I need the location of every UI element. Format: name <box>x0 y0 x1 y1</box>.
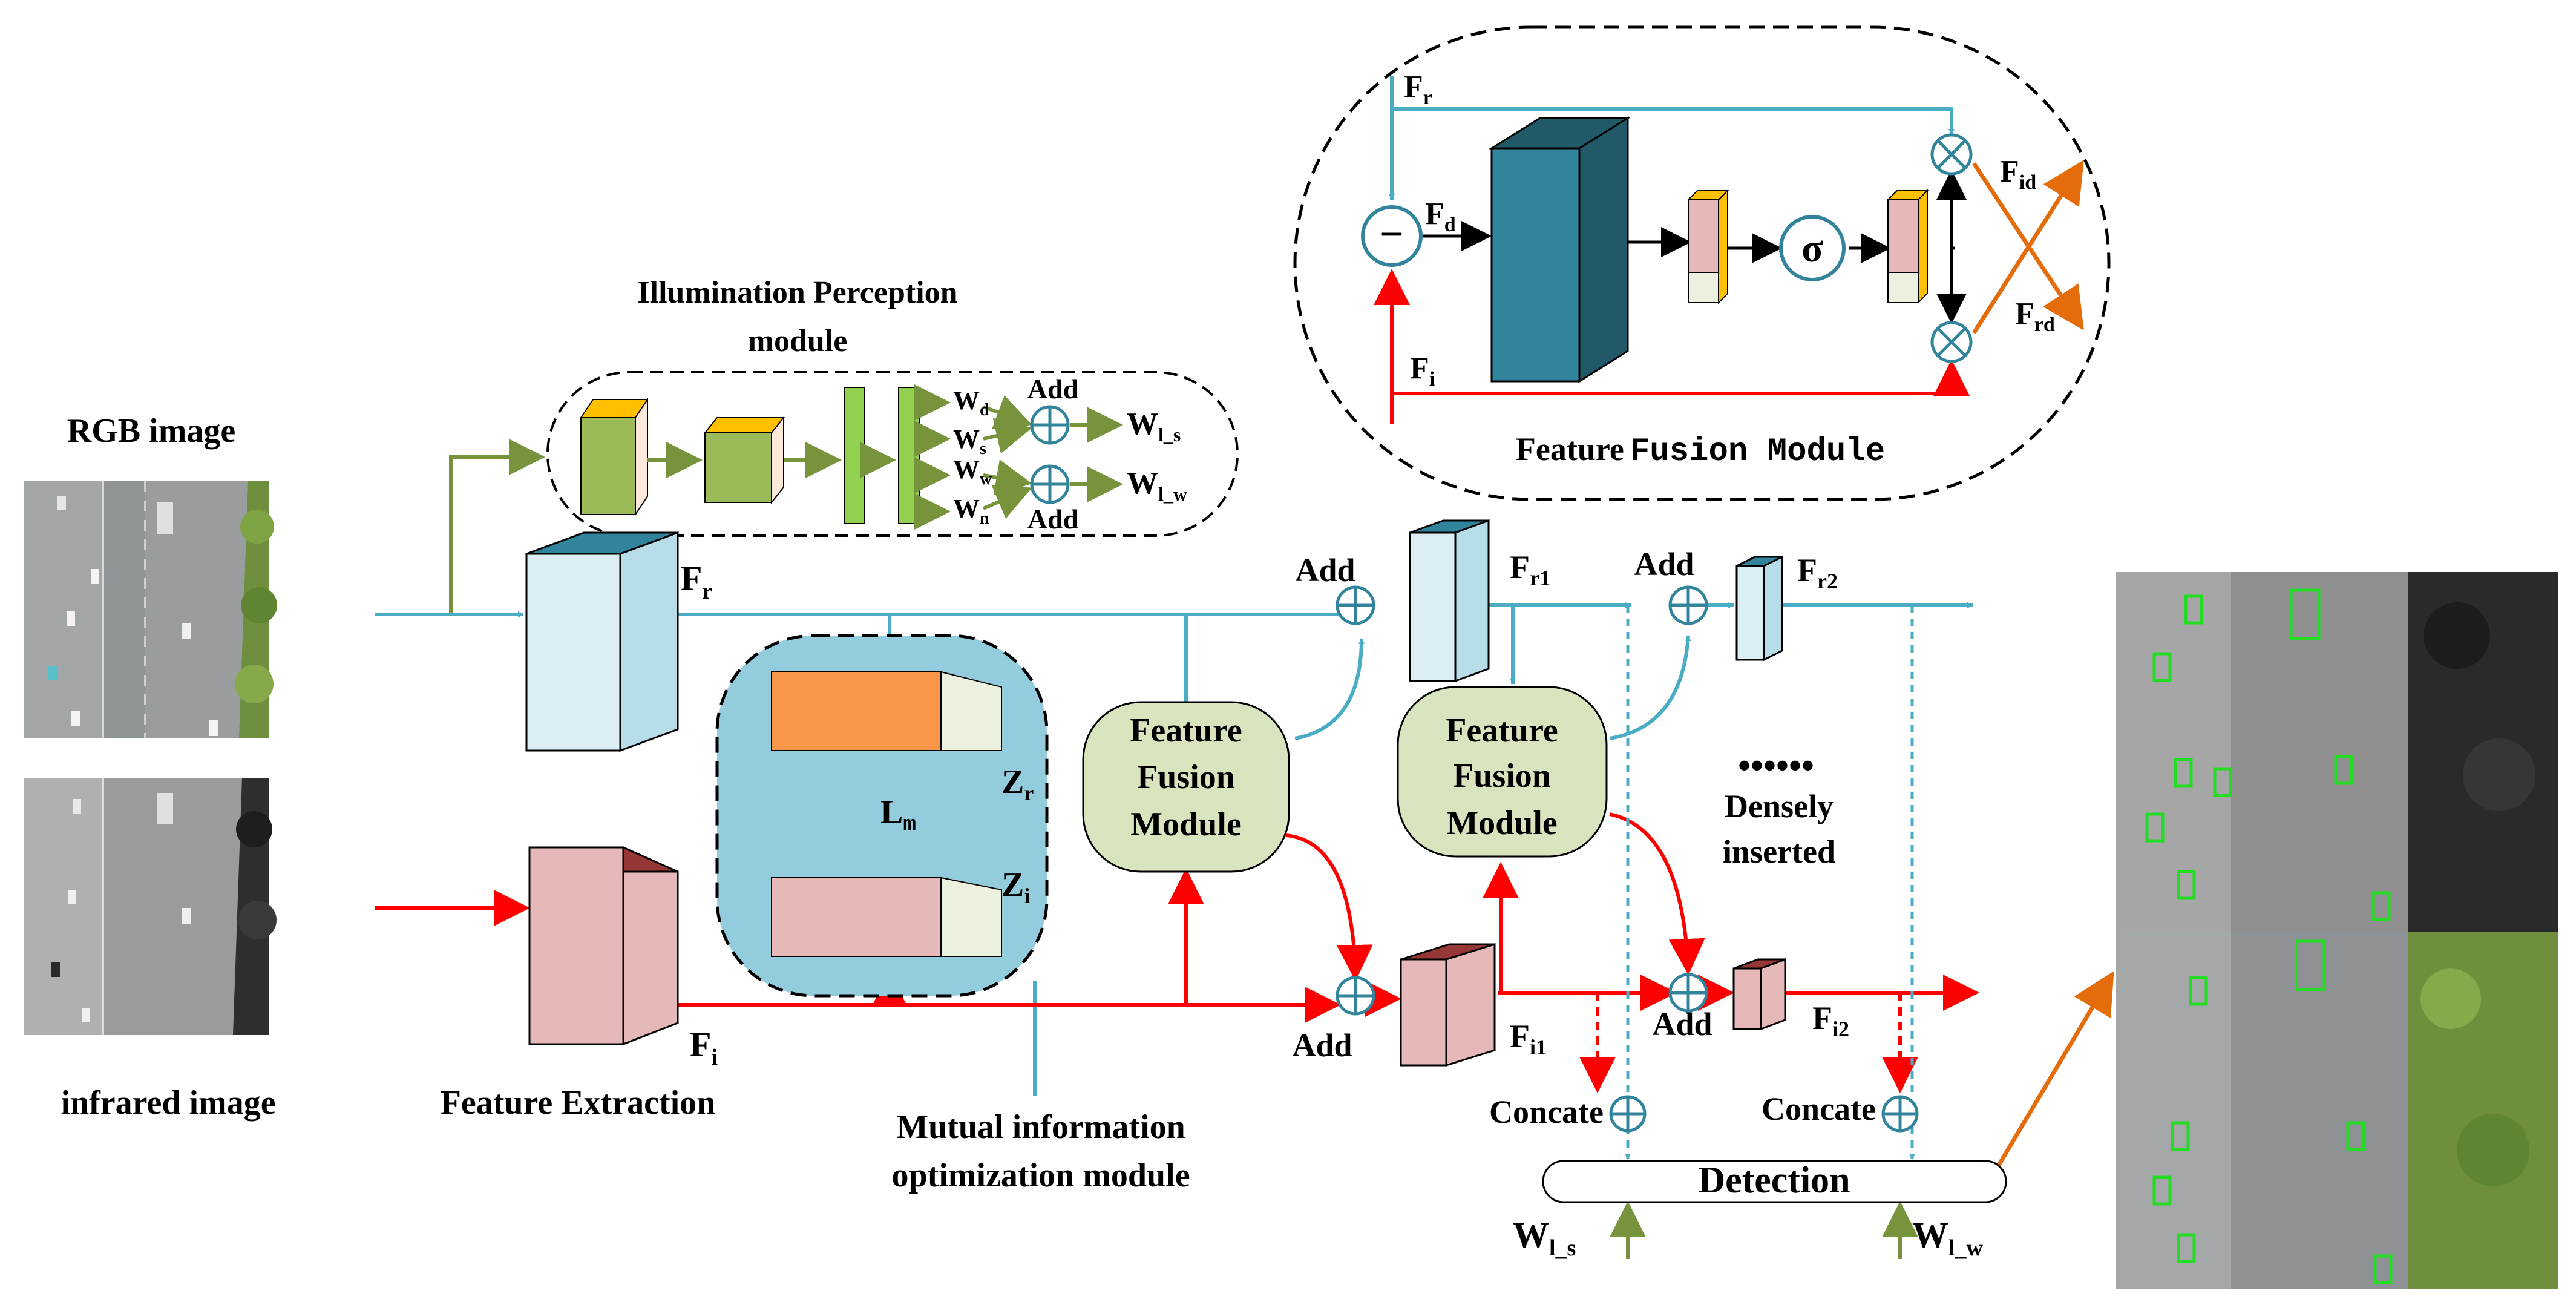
circle-plus-icon <box>1609 1095 1647 1133</box>
illumination-fc-2 <box>898 387 920 524</box>
ir-feature-extraction-block <box>528 846 679 1046</box>
weight-wl-w: Wl_w <box>1127 466 1187 505</box>
circle-plus-icon <box>1030 464 1070 504</box>
label-fi1: Fi1 <box>1510 1018 1547 1059</box>
z-i-block <box>771 876 1002 957</box>
densely-label-line1: Densely <box>1725 788 1834 824</box>
circle-plus-icon <box>1668 585 1708 625</box>
fi1-block <box>1400 942 1496 1067</box>
svg-text:σ: σ <box>1801 226 1823 271</box>
detection-result-image <box>2116 572 2558 1289</box>
weight-wn: Wn <box>953 494 989 528</box>
fr1-block <box>1409 519 1490 683</box>
label-wl-w-bottom: Wl_w <box>1912 1215 1984 1261</box>
illumination-module-boundary <box>546 371 1239 537</box>
z-r-block <box>771 671 1002 751</box>
svg-text:Detection: Detection <box>1698 1160 1850 1201</box>
label-fid: Fid <box>2000 154 2036 194</box>
circle-minus-icon: − <box>1361 205 1423 267</box>
concate-label-2: Concate <box>1762 1091 1876 1127</box>
illumination-block-1 <box>580 397 649 517</box>
circle-plus-icon <box>1336 585 1375 625</box>
detection-bar: Detection <box>1542 1160 2007 1203</box>
svg-text:Feature: Feature <box>1446 712 1558 749</box>
add-label-r1: Add <box>1295 552 1355 588</box>
svg-text:Fusion: Fusion <box>1453 757 1551 795</box>
add-label-i2: Add <box>1652 1006 1712 1042</box>
weight-ww: Ww <box>953 455 992 488</box>
weight-wd: Wd <box>953 386 989 419</box>
feature-fusion-module-2: Feature Fusion Module <box>1397 686 1608 858</box>
mutual-info-label-line2: optimization module <box>891 1157 1190 1194</box>
feature-fusion-module-1: Feature Fusion Module <box>1082 701 1290 873</box>
label-frd: Frd <box>2015 297 2055 336</box>
label-fr-main: Fr <box>681 559 712 604</box>
circle-times-icon <box>1930 321 1973 363</box>
infrared-aerial-image <box>24 778 277 1035</box>
label-zr: Zr <box>1001 763 1034 805</box>
fi2-block <box>1732 958 1786 1031</box>
circle-plus-icon <box>1668 973 1708 1013</box>
illumination-title-line1: Illumination Perception <box>637 275 957 310</box>
mutual-info-label-line1: Mutual information <box>896 1108 1185 1146</box>
label-wl-s-bottom: Wl_s <box>1513 1215 1576 1261</box>
label-zi: Zi <box>1001 866 1030 908</box>
sigma-icon: σ <box>1779 215 1846 281</box>
rgb-aerial-image <box>24 481 277 738</box>
label-fi-detail: Fi <box>1410 351 1435 390</box>
circle-plus-icon <box>1030 405 1070 445</box>
densely-label-line2: inserted <box>1723 833 1835 870</box>
label-fi2: Fi2 <box>1812 1000 1849 1041</box>
svg-text:Module: Module <box>1130 806 1242 843</box>
illumination-title-line2: module <box>748 324 848 358</box>
add-label-illum-top: Add <box>1027 373 1079 404</box>
ffm-detail-conv-block <box>1488 116 1631 383</box>
label-fd-detail: Fd <box>1425 197 1456 236</box>
label-fr1: Fr1 <box>1510 549 1550 590</box>
illumination-block-2 <box>703 416 785 504</box>
circle-plus-icon <box>1336 976 1375 1016</box>
weight-wl-s: Wl_s <box>1127 407 1181 446</box>
rgb-feature-extraction-block <box>525 531 679 752</box>
svg-text:−: − <box>1380 211 1404 258</box>
ffm-detail-small-block-1 <box>1686 189 1729 304</box>
add-label-illum-bottom: Add <box>1027 504 1079 534</box>
svg-text:Fusion: Fusion <box>1137 758 1235 796</box>
label-fr2: Fr2 <box>1797 552 1838 593</box>
fr2-block <box>1735 555 1783 662</box>
ffm-detail-boundary <box>1293 25 2111 501</box>
weight-ws: Ws <box>953 424 986 458</box>
label-lm: Lm <box>880 794 916 837</box>
label-fi-main: Fi <box>690 1025 718 1070</box>
concate-label-1: Concate <box>1489 1094 1604 1130</box>
add-label-r2: Add <box>1634 546 1694 582</box>
label-fr-detail: Fr <box>1404 70 1432 109</box>
infrared-image-label: infrared image <box>61 1084 275 1122</box>
svg-text:Feature: Feature <box>1130 712 1242 749</box>
circle-times-icon <box>1930 133 1973 176</box>
rgb-image-label: RGB image <box>67 412 235 450</box>
dots: •••••• <box>1738 746 1814 786</box>
svg-text:Module: Module <box>1446 804 1558 842</box>
ffm-detail-small-block-2 <box>1886 189 1929 304</box>
illumination-fc-1 <box>844 387 865 524</box>
circle-plus-icon <box>1881 1095 1919 1133</box>
add-label-i1: Add <box>1292 1027 1352 1064</box>
feature-extraction-label: Feature Extraction <box>441 1084 716 1122</box>
